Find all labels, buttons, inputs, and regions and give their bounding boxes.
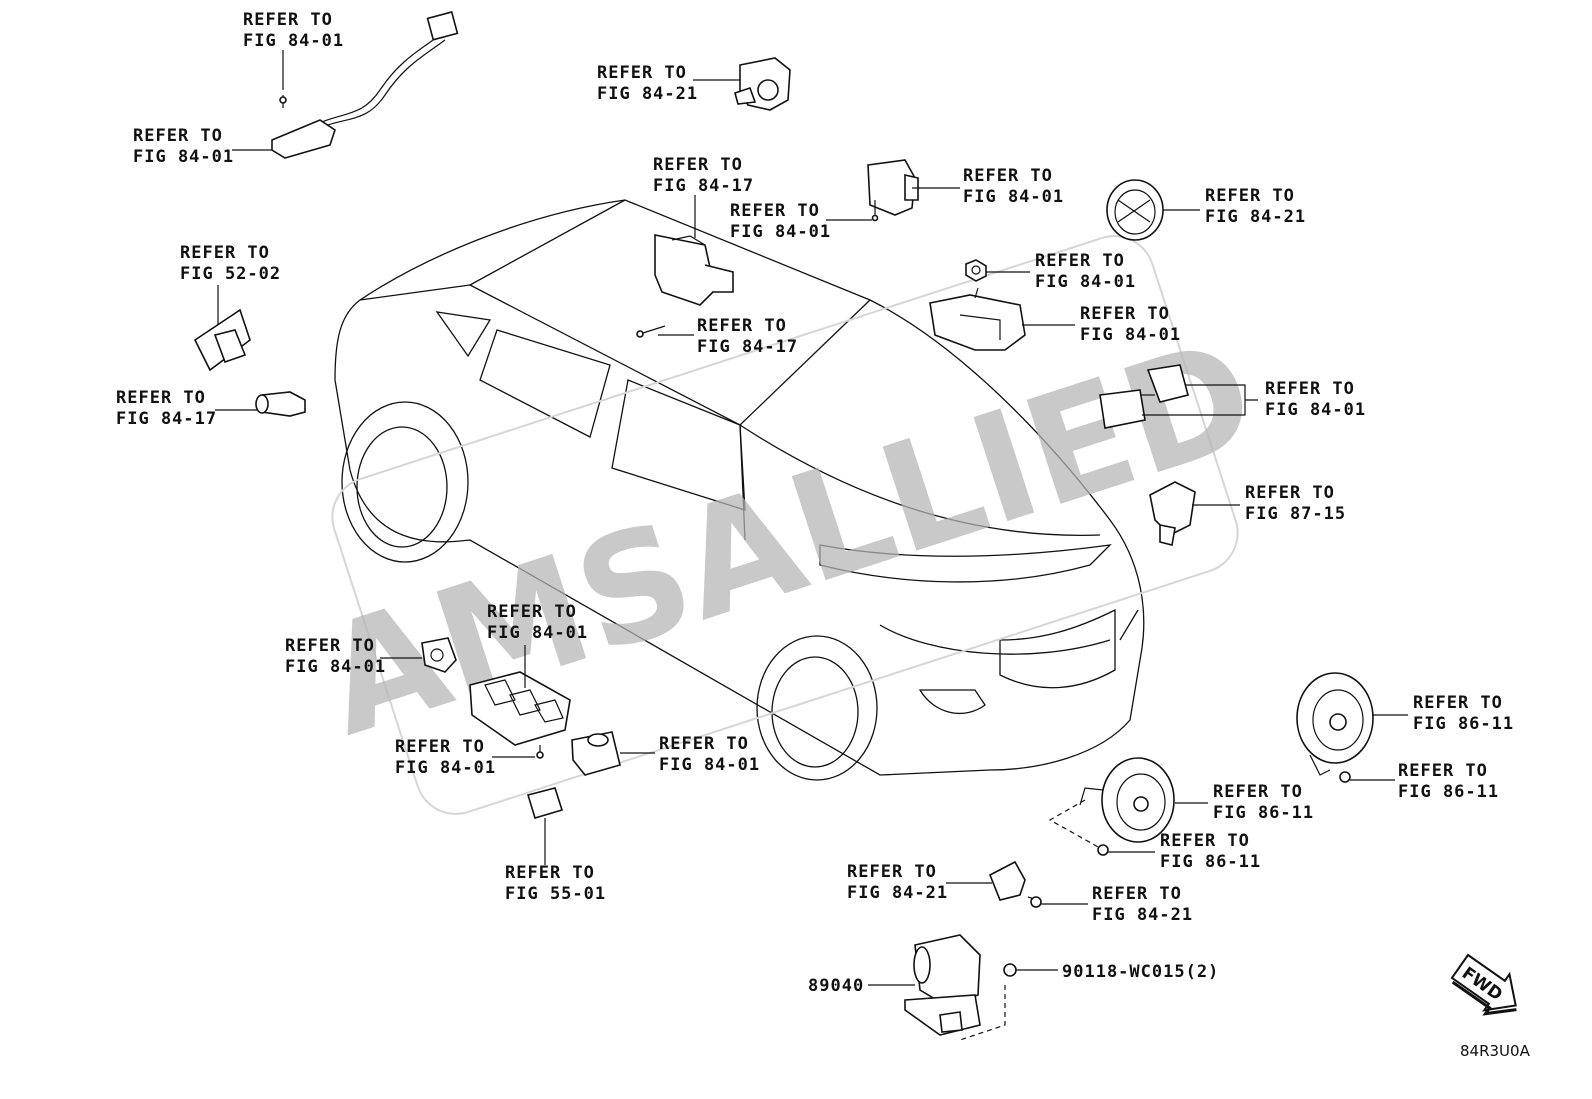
part-ecu-connector: [929, 287, 1026, 351]
part-switch-knob: [571, 731, 621, 776]
part-number-siren: 89040: [808, 976, 864, 996]
part-hood-sensor: [988, 860, 1042, 908]
part-horn-upper: [1296, 672, 1374, 783]
leader-lines: [215, 50, 1408, 986]
part-module-center: [636, 234, 734, 338]
part-horn-lower: [1048, 757, 1175, 856]
part-sensor-left: [255, 391, 306, 417]
part-clip-top: [734, 57, 791, 111]
part-sensor-right: [1149, 481, 1196, 546]
part-switch-small: [421, 637, 457, 673]
part-window-switch: [469, 671, 571, 759]
part-number-bolt: 90118-WC015(2): [1062, 962, 1219, 982]
fwd-arrow-icon: FWD: [1450, 953, 1517, 1016]
part-speaker-round: [1106, 179, 1164, 241]
diagram-code: 84R3U0A: [1460, 1042, 1531, 1060]
vehicle-outline: [334, 199, 1145, 781]
part-bracket-left: [193, 308, 251, 372]
part-module-small: [526, 787, 564, 819]
part-nut: [965, 259, 987, 282]
part-relay-top: [867, 159, 919, 222]
part-switch-right: [1099, 364, 1189, 429]
part-siren: [904, 934, 1017, 1041]
